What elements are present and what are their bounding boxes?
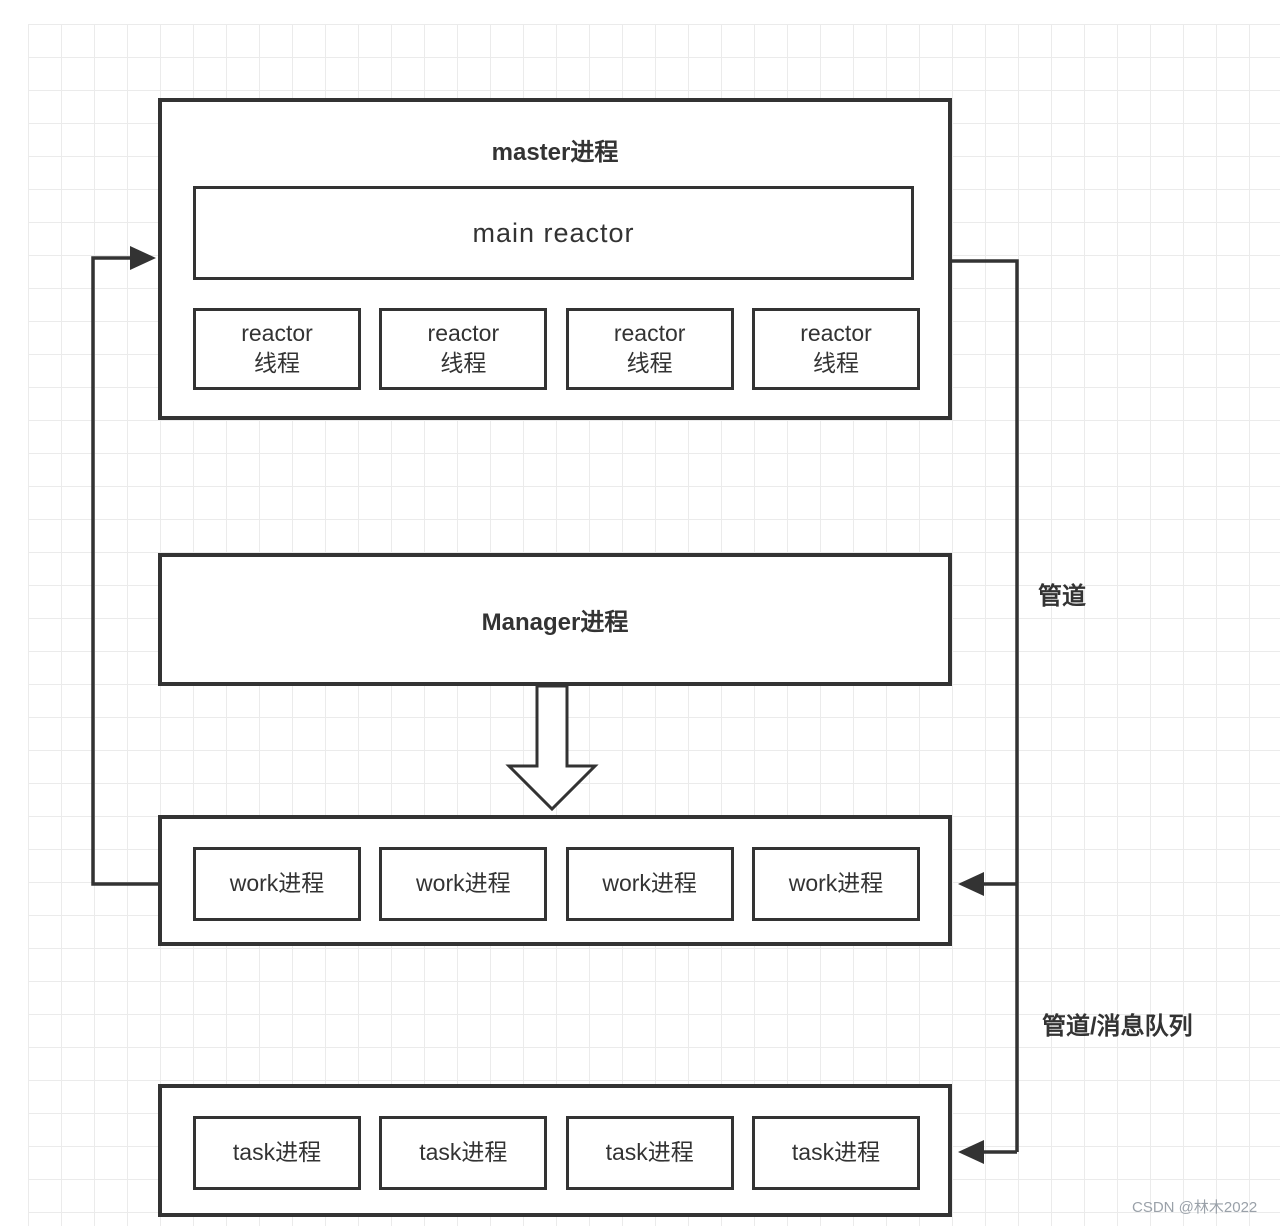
reactor-threads-row: reactor 线程 reactor 线程 reactor 线程 reactor…	[193, 308, 920, 390]
pipe-label: 管道	[1038, 583, 1086, 610]
csdn-watermark: CSDN @林木2022	[1132, 1199, 1258, 1216]
task-process-label: task进程	[605, 1139, 694, 1166]
reactor-thread-label-en: reactor	[800, 320, 872, 347]
task-process-label: task进程	[232, 1139, 322, 1166]
work-process-box: work进程	[379, 847, 548, 921]
main-reactor-box: main reactor	[193, 186, 914, 280]
down-arrow-shape	[505, 684, 599, 812]
reactor-thread-box: reactor 线程	[379, 308, 548, 390]
reactor-thread-box: reactor 线程	[193, 308, 361, 390]
reactor-thread-label-zh: 线程	[440, 350, 487, 376]
manager-process-box: Manager进程	[158, 553, 952, 686]
manager-process-title: Manager进程	[481, 609, 629, 636]
work-process-label: work进程	[229, 870, 325, 897]
task-process-box: task进程	[193, 1116, 361, 1190]
reactor-thread-box: reactor 线程	[565, 308, 734, 390]
task-process-label: task进程	[419, 1139, 508, 1166]
work-processes-box: work进程 work进程 work进程 work进程	[158, 815, 952, 946]
master-process-title: master进程	[491, 139, 619, 166]
reactor-thread-label-zh: 线程	[626, 350, 673, 376]
reactor-thread-label-zh: 线程	[254, 350, 300, 376]
work-process-label: work进程	[788, 870, 884, 897]
master-process-box: master进程 main reactor reactor 线程 reactor…	[158, 98, 952, 420]
work-process-box: work进程	[565, 847, 734, 921]
work-process-box: work进程	[751, 847, 920, 921]
task-process-box: task进程	[751, 1116, 920, 1190]
pipe-queue-label: 管道/消息队列	[1042, 1013, 1193, 1040]
task-process-box: task进程	[565, 1116, 734, 1190]
task-process-box: task进程	[379, 1116, 548, 1190]
task-processes-row: task进程 task进程 task进程 task进程	[193, 1116, 920, 1190]
work-process-label: work进程	[416, 870, 511, 897]
task-processes-box: task进程 task进程 task进程 task进程	[158, 1084, 952, 1217]
reactor-thread-label-en: reactor	[241, 320, 313, 347]
work-processes-row: work进程 work进程 work进程 work进程	[193, 847, 920, 921]
work-process-label: work进程	[602, 870, 697, 897]
work-process-box: work进程	[193, 847, 361, 921]
reactor-thread-label-zh: 线程	[812, 350, 859, 376]
reactor-thread-box: reactor 线程	[751, 308, 920, 390]
reactor-thread-label-en: reactor	[613, 320, 686, 347]
reactor-thread-label-en: reactor	[427, 320, 500, 347]
down-arrow	[505, 684, 599, 812]
task-process-label: task进程	[791, 1139, 881, 1166]
main-reactor-label: main reactor	[472, 217, 635, 248]
